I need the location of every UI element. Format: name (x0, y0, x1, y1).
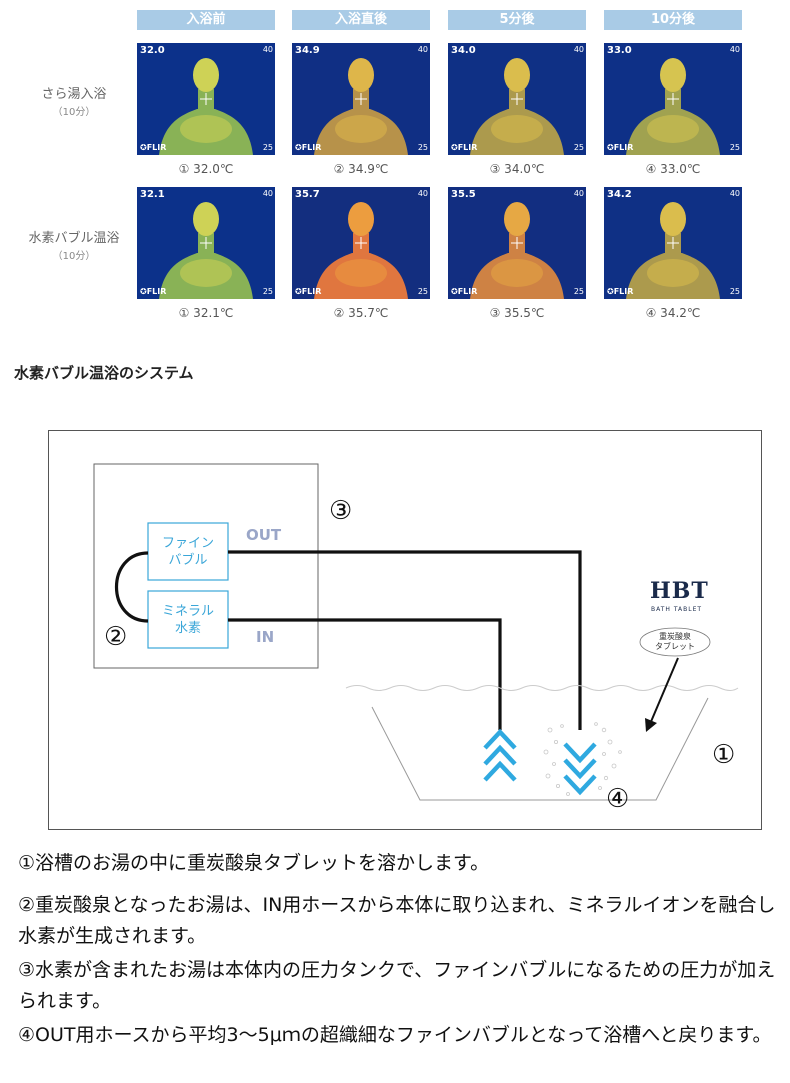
section-title: 水素バブル温浴のシステム (14, 364, 194, 382)
step-4-text: ④OUT用ホースから平均3～5μｍの超織細なファインバブルとなって浴槽へと戻りま… (18, 1024, 772, 1046)
thermal-scale-max: 40 (729, 45, 740, 54)
thermal-scale-max: 40 (417, 189, 428, 198)
thermal-temp-readout: 34.9 (295, 45, 320, 56)
thermal-image: 32.0 40 25 ✪FLIR (137, 43, 275, 155)
tablet-label: 重炭酸泉 タブレット (640, 632, 710, 652)
thermal-scale-max: 40 (417, 45, 428, 54)
column-header-5min: 5分後 (448, 10, 586, 30)
fine-bubble-label: ファイン バブル (148, 535, 228, 569)
camera-logo: ✪FLIR (140, 287, 167, 296)
camera-logo: ✪FLIR (607, 287, 634, 296)
tablet-line2: タブレット (655, 642, 695, 651)
thermal-scale-max: 40 (262, 45, 273, 54)
main-unit-box (93, 463, 319, 669)
row-label-hydrogen-bath: 水素バブル温浴 （10分） (22, 230, 126, 266)
connecting-loop (115, 551, 149, 623)
row-label-text: さら湯入浴 (41, 87, 107, 102)
marker-4: ④ (606, 784, 630, 814)
marker-2: ② (104, 622, 128, 652)
thermal-caption: ④ 34.2℃ (645, 306, 701, 320)
column-header-right-after: 入浴直後 (292, 10, 430, 30)
tablet-bubble (639, 627, 711, 657)
thermal-image: 34.2 40 25 ✪FLIR (604, 187, 742, 299)
system-diagram: ファイン バブル ミネラル 水素 OUT IN ③ ② ① ④ HBT BATH… (48, 430, 762, 830)
step-1-text: ①浴槽のお湯の中に重炭酸泉タブレットを溶かします。 (18, 852, 490, 874)
fine-bubble-line2: バブル (168, 553, 208, 568)
diagram-frame (48, 430, 762, 830)
brand-subtitle: BATH TABLET (651, 606, 703, 613)
in-hose (228, 618, 502, 730)
thermal-scale-max: 40 (729, 189, 740, 198)
out-label: OUT (246, 526, 282, 544)
thermal-temp-readout: 33.0 (607, 45, 632, 56)
thermal-image: 35.7 40 25 ✪FLIR (292, 187, 430, 299)
camera-logo: ✪FLIR (295, 287, 322, 296)
mineral-line2: 水素 (174, 621, 201, 636)
tablet-line1: 重炭酸泉 (659, 632, 691, 641)
thermal-scale-min: 25 (729, 143, 740, 152)
thermal-image: 33.0 40 25 ✪FLIR (604, 43, 742, 155)
thermal-scale-min: 25 (729, 287, 740, 296)
row-label-duration: （10分） (52, 251, 96, 262)
marker-3: ③ (329, 496, 353, 526)
fine-bubble-line1: ファイン (161, 536, 214, 551)
thermal-image: 35.5 40 25 ✪FLIR (448, 187, 586, 299)
thermal-image: 34.0 40 25 ✪FLIR (448, 43, 586, 155)
thermal-temp-readout: 35.5 (451, 189, 476, 200)
row-label-duration: （10分） (52, 107, 96, 118)
thermal-scale-min: 25 (417, 143, 428, 152)
thermal-temp-readout: 32.1 (140, 189, 165, 200)
mineral-line1: ミネラル (161, 604, 214, 619)
thermal-scale-min: 25 (573, 143, 584, 152)
thermal-caption: ③ 35.5℃ (489, 306, 545, 320)
out-hose (228, 550, 582, 730)
column-header-10min: 10分後 (604, 10, 742, 30)
thermal-scale-max: 40 (573, 189, 584, 198)
thermal-caption: ① 32.1℃ (178, 306, 234, 320)
water-surface (345, 685, 739, 691)
thermal-scale-min: 25 (262, 287, 273, 296)
thermal-scale-min: 25 (262, 143, 273, 152)
thermal-image: 34.9 40 25 ✪FLIR (292, 43, 430, 155)
thermal-scale-max: 40 (573, 45, 584, 54)
in-label: IN (256, 628, 275, 646)
thermal-temp-readout: 34.0 (451, 45, 476, 56)
column-header-before: 入浴前 (137, 10, 275, 30)
thermal-scale-min: 25 (573, 287, 584, 296)
tablet-arrow-line (649, 657, 679, 725)
in-flow-arrows (483, 728, 517, 782)
thermal-temp-readout: 32.0 (140, 45, 165, 56)
thermal-scale-max: 40 (262, 189, 273, 198)
bathtub-outline (371, 697, 709, 801)
diagram-canvas (48, 430, 762, 830)
thermal-temp-readout: 34.2 (607, 189, 632, 200)
tablet-arrow-head (645, 718, 657, 732)
mineral-hydrogen-label: ミネラル 水素 (148, 603, 228, 637)
row-label-text: 水素バブル温浴 (28, 231, 120, 246)
thermal-temp-readout: 35.7 (295, 189, 320, 200)
camera-logo: ✪FLIR (451, 143, 478, 152)
out-flow-arrows (563, 742, 597, 796)
camera-logo: ✪FLIR (295, 143, 322, 152)
brand-logo: HBT (650, 578, 709, 604)
fine-bubbles (543, 722, 622, 796)
thermal-scale-min: 25 (417, 287, 428, 296)
step-3-text: ③水素が含まれたお湯は本体内の圧力タンクで、ファインバブルになるための圧力が加え… (18, 959, 776, 1012)
thermal-caption: ① 32.0℃ (178, 162, 234, 176)
marker-1: ① (712, 740, 736, 770)
row-label-plain-bath: さら湯入浴 （10分） (22, 86, 126, 122)
thermal-caption: ③ 34.0℃ (489, 162, 545, 176)
step-2-text: ②重炭酸泉となったお湯は、IN用ホースから本体に取り込まれ、ミネラルイオンを融合… (18, 894, 776, 947)
thermal-caption: ② 34.9℃ (333, 162, 389, 176)
thermal-caption: ② 35.7℃ (333, 306, 389, 320)
thermal-caption: ④ 33.0℃ (645, 162, 701, 176)
camera-logo: ✪FLIR (451, 287, 478, 296)
camera-logo: ✪FLIR (607, 143, 634, 152)
thermal-image: 32.1 40 25 ✪FLIR (137, 187, 275, 299)
camera-logo: ✪FLIR (140, 143, 167, 152)
